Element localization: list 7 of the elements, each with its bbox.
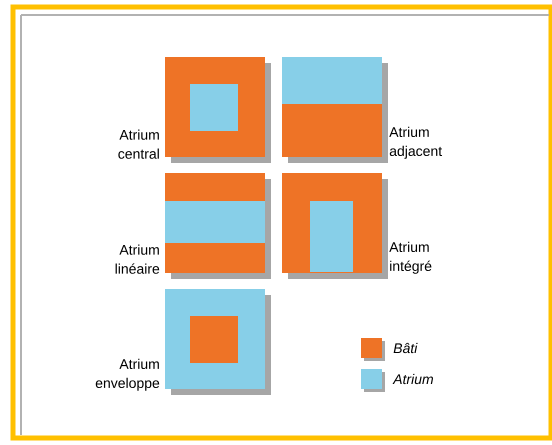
legend-label: Atrium [392,374,433,384]
shape-label: Atrium linéaire [116,244,160,274]
legend-label: Bâti [394,342,418,354]
shape-label: Atrium intégré [389,242,432,274]
shape-label: Atrium adjacent [389,126,442,159]
shape-label: Atrium enveloppe [96,358,160,391]
shape-label: Atrium central [118,130,159,159]
